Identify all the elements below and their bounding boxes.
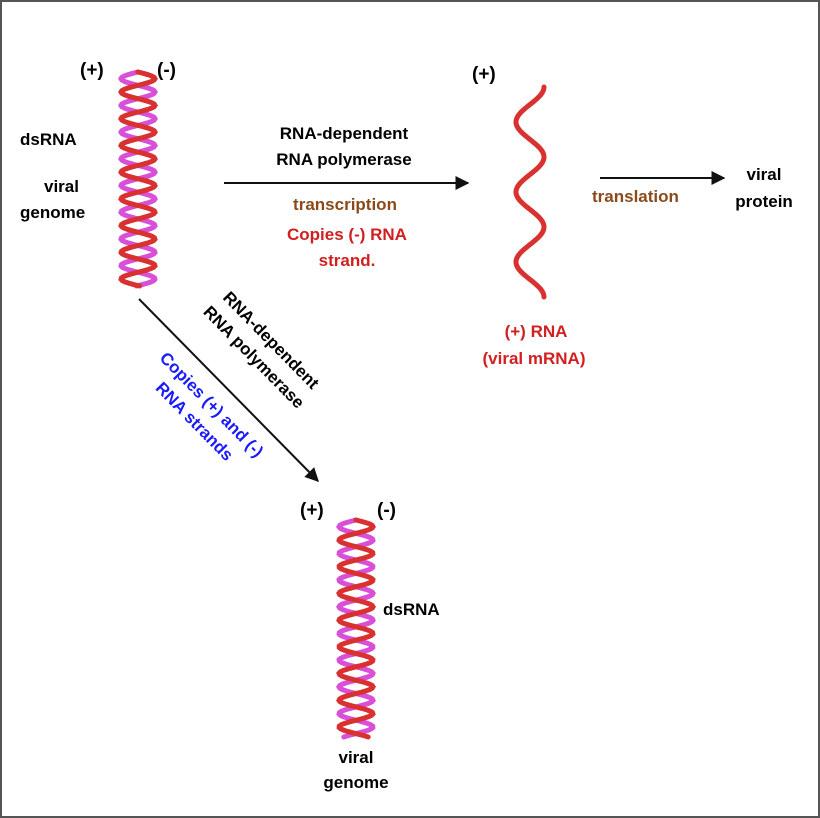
plus-label-mrna: (+) xyxy=(472,64,496,85)
mrna-caption-line1: (+) RNA xyxy=(505,322,568,341)
genome-label-bottom: genome xyxy=(323,773,388,792)
genome-label-top: genome xyxy=(20,203,85,222)
transcription-enzyme-line1: RNA-dependent xyxy=(280,124,409,143)
dsrna-helix-top xyxy=(118,69,158,289)
viral-protein-line1: viral xyxy=(747,165,782,184)
plus-label-top: (+) xyxy=(80,60,104,81)
mrna-caption-line2: (viral mRNA) xyxy=(483,349,586,368)
transcription-note-line1: Copies (-) RNA xyxy=(287,225,407,244)
replication-enzyme-label: RNA-dependent RNA polymerase xyxy=(200,288,323,412)
dsrna-label-bottom: dsRNA xyxy=(383,600,440,619)
dsrna-helix-bottom xyxy=(336,517,376,740)
minus-label-bottom: (-) xyxy=(377,500,396,521)
viral-protein-line2: protein xyxy=(735,192,793,211)
dsrna-label-top: dsRNA xyxy=(20,130,77,149)
transcription-label: transcription xyxy=(293,195,397,214)
mrna-strand xyxy=(513,84,547,300)
viral-label-bottom: viral xyxy=(339,748,374,767)
replication-arrow xyxy=(138,298,319,482)
minus-strand-bottom xyxy=(336,517,376,740)
replication-note-label: Copies (+) and (-) RNA strands xyxy=(152,348,267,464)
plus-label-bottom: (+) xyxy=(300,500,324,521)
transcription-note-line2: strand. xyxy=(319,251,376,270)
transcription-enzyme-line2: RNA polymerase xyxy=(276,150,411,169)
translation-label: translation xyxy=(592,187,679,206)
plus-strand-bottom xyxy=(336,517,376,740)
viral-label-top: viral xyxy=(44,177,79,196)
plus-strand-top xyxy=(118,69,158,289)
minus-label-top: (-) xyxy=(157,60,176,81)
